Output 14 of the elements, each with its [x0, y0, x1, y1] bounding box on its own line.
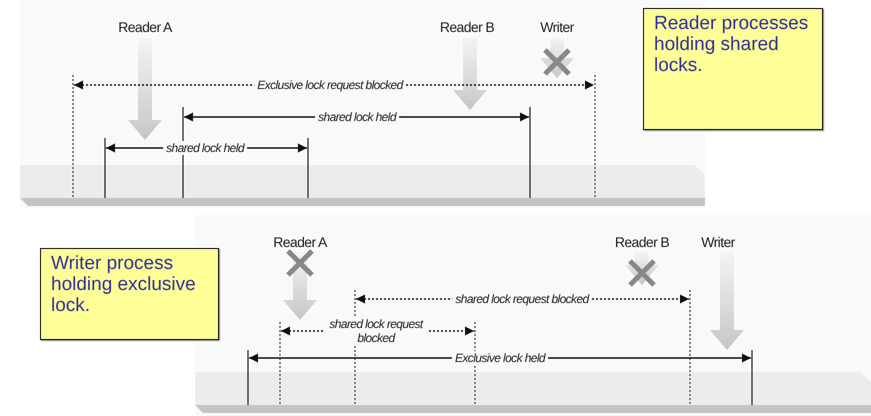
- process-label: Reader B: [440, 19, 494, 35]
- span-label: shared lock held: [315, 110, 399, 124]
- note-box: Reader processes holding shared locks.: [643, 8, 823, 130]
- process-label: Reader A: [118, 19, 172, 35]
- process-label: Writer: [540, 19, 574, 35]
- note-box: Writer process holding exclusive lock.: [40, 248, 219, 340]
- span-label: shared lock request blocked: [452, 292, 592, 306]
- process-label: Reader B: [614, 234, 670, 250]
- span-label: shared lock request blocked: [323, 317, 429, 345]
- process-label: Reader A: [273, 234, 327, 250]
- span-label: Exclusive lock held: [452, 351, 548, 365]
- span-label: shared lock held: [163, 141, 247, 155]
- process-label: Writer: [701, 234, 735, 250]
- span-label: Exclusive lock request blocked: [254, 78, 406, 92]
